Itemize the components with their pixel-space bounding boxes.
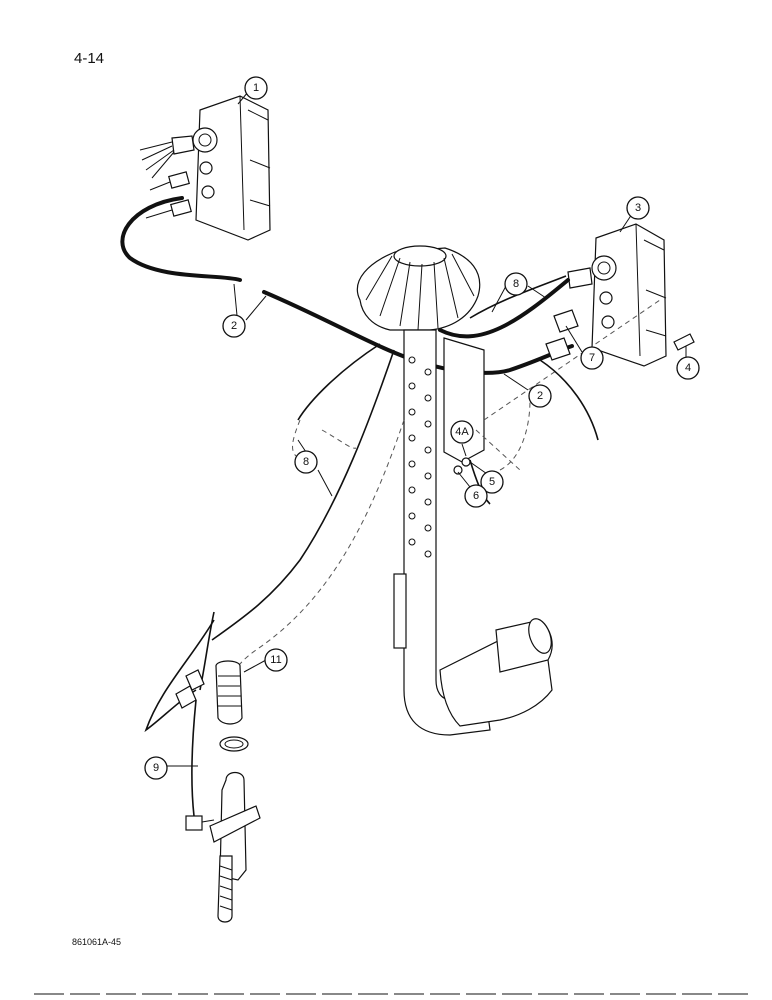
cable-8-down bbox=[211, 349, 395, 641]
callout-2-left: 2 bbox=[222, 314, 246, 338]
svg-text:3: 3 bbox=[635, 202, 641, 214]
svg-text:2: 2 bbox=[231, 320, 237, 332]
callout-9: 9 bbox=[144, 756, 168, 780]
fan-skirt bbox=[356, 245, 481, 331]
svg-text:5: 5 bbox=[489, 476, 495, 488]
harness-8-upper bbox=[438, 278, 570, 339]
page-number: 4-14 bbox=[74, 50, 105, 67]
dashed-route-1 bbox=[292, 419, 357, 457]
callout-6: 6 bbox=[464, 484, 488, 508]
callout-3: 3 bbox=[626, 196, 650, 220]
callout-5: 5 bbox=[480, 470, 504, 494]
sensor-assembly bbox=[144, 611, 261, 923]
callout-7: 7 bbox=[580, 346, 604, 370]
svg-text:8: 8 bbox=[513, 278, 519, 290]
svg-text:4: 4 bbox=[685, 362, 691, 374]
harness-2-left bbox=[120, 196, 242, 282]
callout-8-left: 8 bbox=[294, 450, 318, 474]
svg-text:9: 9 bbox=[153, 762, 159, 774]
callout-4a: 4A bbox=[450, 420, 474, 444]
callout-1: 1 bbox=[244, 76, 268, 100]
svg-text:11: 11 bbox=[270, 654, 281, 666]
tube-assembly bbox=[393, 329, 553, 736]
nut-6 bbox=[453, 465, 463, 475]
svg-text:7: 7 bbox=[589, 352, 595, 364]
svg-text:4A: 4A bbox=[455, 426, 469, 438]
callout-8-top: 8 bbox=[504, 272, 528, 296]
callout-2-right: 2 bbox=[528, 384, 552, 408]
callout-4: 4 bbox=[676, 356, 700, 380]
cable-8-left bbox=[297, 343, 381, 421]
svg-text:8: 8 bbox=[303, 456, 309, 468]
svg-text:1: 1 bbox=[253, 82, 259, 94]
dashed-route-3 bbox=[475, 299, 661, 471]
cable-8-right bbox=[539, 359, 599, 441]
svg-text:2: 2 bbox=[537, 390, 543, 402]
washer-5 bbox=[461, 457, 471, 467]
control-module-3 bbox=[545, 223, 695, 367]
callout-11: 11 bbox=[264, 648, 288, 672]
control-module-1 bbox=[139, 95, 271, 241]
svg-text:6: 6 bbox=[473, 490, 479, 502]
tube-holes bbox=[408, 356, 432, 558]
figure-code: 861061A-45 bbox=[72, 937, 122, 947]
